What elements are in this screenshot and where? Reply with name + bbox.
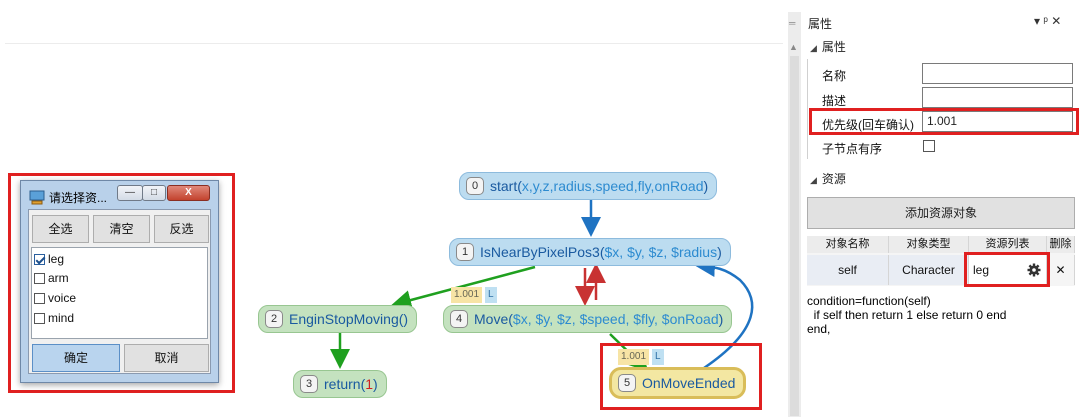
- properties-box: [807, 59, 1078, 159]
- checkbox-voice[interactable]: [34, 292, 45, 304]
- node-args: $x, $y, $z, $speed, $fly, $onRoad: [512, 311, 719, 327]
- checkbox-mind[interactable]: [34, 312, 45, 324]
- list-item[interactable]: leg: [34, 250, 64, 268]
- panel-window-controls[interactable]: ▾ ᵖ ✕: [1034, 14, 1062, 28]
- node-paren: ): [403, 311, 409, 327]
- list-item-label: leg: [48, 252, 65, 266]
- node-index: 2: [265, 310, 283, 328]
- grid-header-delete: 删除: [1047, 236, 1075, 253]
- node-args: $x, $y, $z, $radius: [604, 244, 718, 260]
- node-function-name: start: [490, 178, 518, 194]
- node-function-name: IsNearByPixelPos3: [480, 244, 600, 260]
- section-properties-label: 属性: [821, 40, 846, 54]
- ok-button[interactable]: 确定: [32, 344, 120, 372]
- list-item-label: arm: [48, 271, 69, 285]
- child-order-checkbox[interactable]: [923, 140, 935, 152]
- grid-header-object-type: 对象类型: [889, 236, 969, 253]
- collapse-triangle-icon[interactable]: ◢: [810, 43, 817, 53]
- section-properties-header[interactable]: ◢ 属性: [810, 38, 846, 55]
- grid-cell-object-name[interactable]: self: [807, 255, 889, 285]
- scroll-thumb[interactable]: [790, 56, 799, 416]
- node-paren: (: [599, 244, 605, 260]
- node-args: 1: [365, 376, 374, 392]
- resource-grid: 对象名称 对象类型 资源列表 删除 self Character leg ✕: [807, 236, 1075, 286]
- node-index: 3: [300, 375, 318, 393]
- node-paren: ): [717, 244, 722, 260]
- add-resource-button[interactable]: 添加资源对象: [807, 197, 1075, 229]
- graph-node-move[interactable]: 4 Move($x, $y, $z, $speed, $fly, $onRoad…: [443, 305, 733, 333]
- label-priority: 优先级(回车确认): [822, 118, 914, 132]
- node-paren: (: [508, 311, 513, 327]
- list-item-label: mind: [48, 311, 75, 325]
- node-l-badge: L: [485, 287, 497, 303]
- gear-icon[interactable]: [1027, 263, 1041, 277]
- node-function-name: EnginStopMoving: [289, 311, 399, 327]
- list-item-label: voice: [48, 291, 77, 305]
- panel-scrollbar[interactable]: ═ ▲: [788, 12, 801, 417]
- checkbox-leg[interactable]: [34, 253, 45, 265]
- select-all-button[interactable]: 全选: [32, 215, 89, 243]
- graph-node-return[interactable]: 3 return(1): [293, 370, 387, 398]
- node-index: 0: [466, 177, 484, 195]
- description-input[interactable]: [922, 87, 1073, 108]
- grid-cell-object-type[interactable]: Character: [889, 255, 969, 285]
- list-item[interactable]: voice: [34, 289, 76, 307]
- list-item[interactable]: arm: [34, 269, 69, 287]
- node-priority-badge: 1.001: [451, 287, 483, 303]
- node-paren: ): [373, 376, 378, 392]
- invert-button[interactable]: 反选: [154, 215, 209, 243]
- grid-cell-resource-list[interactable]: leg: [969, 255, 1047, 285]
- node-paren: (: [360, 376, 366, 392]
- node-function-name: Move: [474, 311, 509, 327]
- minimize-button[interactable]: —: [117, 185, 143, 201]
- panel-title: 属性: [808, 17, 833, 31]
- app-icon: [29, 190, 45, 205]
- close-button[interactable]: X: [167, 185, 210, 201]
- node-index: 4: [450, 310, 468, 328]
- cancel-button[interactable]: 取消: [124, 344, 209, 372]
- maximize-button[interactable]: □: [142, 185, 166, 201]
- node-index: 5: [618, 374, 636, 392]
- graph-node-enginstopmoving[interactable]: 2 EnginStopMoving(): [258, 305, 418, 333]
- scroll-up-arrow[interactable]: ═: [789, 18, 796, 28]
- node-paren: ): [718, 311, 724, 327]
- canvas-top-divider: [5, 43, 783, 44]
- graph-node-start[interactable]: 0 start(x,y,z,radius,speed,fly,onRoad): [459, 172, 718, 200]
- label-name: 名称: [822, 69, 847, 83]
- node-function-name: return: [324, 376, 361, 392]
- grid-header-resource-list: 资源列表: [969, 236, 1047, 253]
- section-resources-label: 资源: [821, 172, 846, 186]
- select-resource-dialog: 请选择资... — □ X 全选 清空 反选 leg arm voice min…: [20, 180, 219, 383]
- node-priority-badge: 1.001: [618, 349, 650, 365]
- condition-code-text[interactable]: condition=function(self) if self then re…: [807, 294, 1007, 336]
- graph-node-isnearbypixelpos3[interactable]: 1 IsNearByPixelPos3($x, $y, $z, $radius): [449, 238, 731, 266]
- label-description: 描述: [822, 94, 847, 108]
- edge-1-to-2: [391, 265, 536, 310]
- dialog-title: 请选择资...: [49, 191, 108, 205]
- node-paren: ): [703, 178, 709, 194]
- section-resources-header[interactable]: ◢ 资源: [810, 170, 846, 187]
- resource-list-value: leg: [973, 263, 990, 277]
- node-paren: (: [517, 178, 522, 194]
- collapse-triangle-icon[interactable]: ◢: [810, 175, 817, 185]
- grid-header-object-name: 对象名称: [807, 236, 889, 253]
- name-input[interactable]: [922, 63, 1073, 84]
- priority-input[interactable]: 1.001: [922, 111, 1073, 132]
- node-index: 1: [456, 243, 474, 261]
- edge-5-to-1: [695, 257, 754, 370]
- node-args: x,y,z,radius,speed,fly,onRoad: [521, 178, 704, 194]
- scroll-up-icon[interactable]: ▲: [789, 42, 798, 52]
- dialog-body: 全选 清空 反选 leg arm voice mind 确定 取消: [28, 209, 211, 374]
- list-item[interactable]: mind: [34, 309, 74, 327]
- node-function-name: OnMoveEnded: [642, 375, 736, 391]
- node-l-badge: L: [652, 349, 664, 365]
- graph-node-onmoveended[interactable]: 5 OnMoveEnded: [609, 367, 747, 399]
- node-paren: (: [398, 311, 404, 327]
- resource-listbox[interactable]: leg arm voice mind: [31, 247, 208, 339]
- grid-cell-delete-button[interactable]: ✕: [1047, 255, 1075, 285]
- checkbox-arm[interactable]: [34, 272, 45, 284]
- label-child-order: 子节点有序: [822, 142, 883, 156]
- clear-button[interactable]: 清空: [93, 215, 150, 243]
